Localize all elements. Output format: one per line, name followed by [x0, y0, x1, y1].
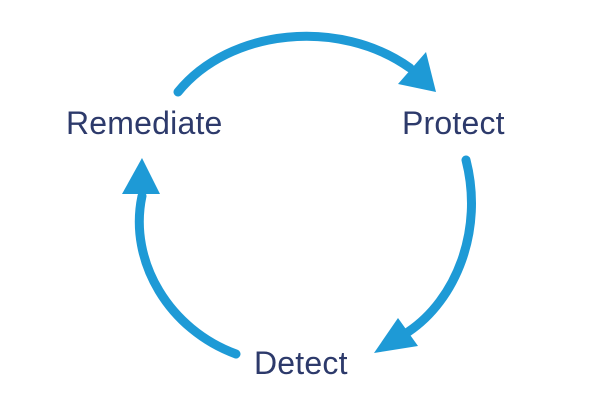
label-detect: Detect: [254, 345, 348, 381]
label-protect: Protect: [402, 105, 505, 141]
arrow-remediate-to-protect-icon: [173, 31, 436, 97]
label-remediate: Remediate: [66, 105, 223, 141]
arrow-protect-to-detect-icon: [374, 155, 476, 353]
arrow-detect-to-remediate-icon: [122, 158, 241, 359]
